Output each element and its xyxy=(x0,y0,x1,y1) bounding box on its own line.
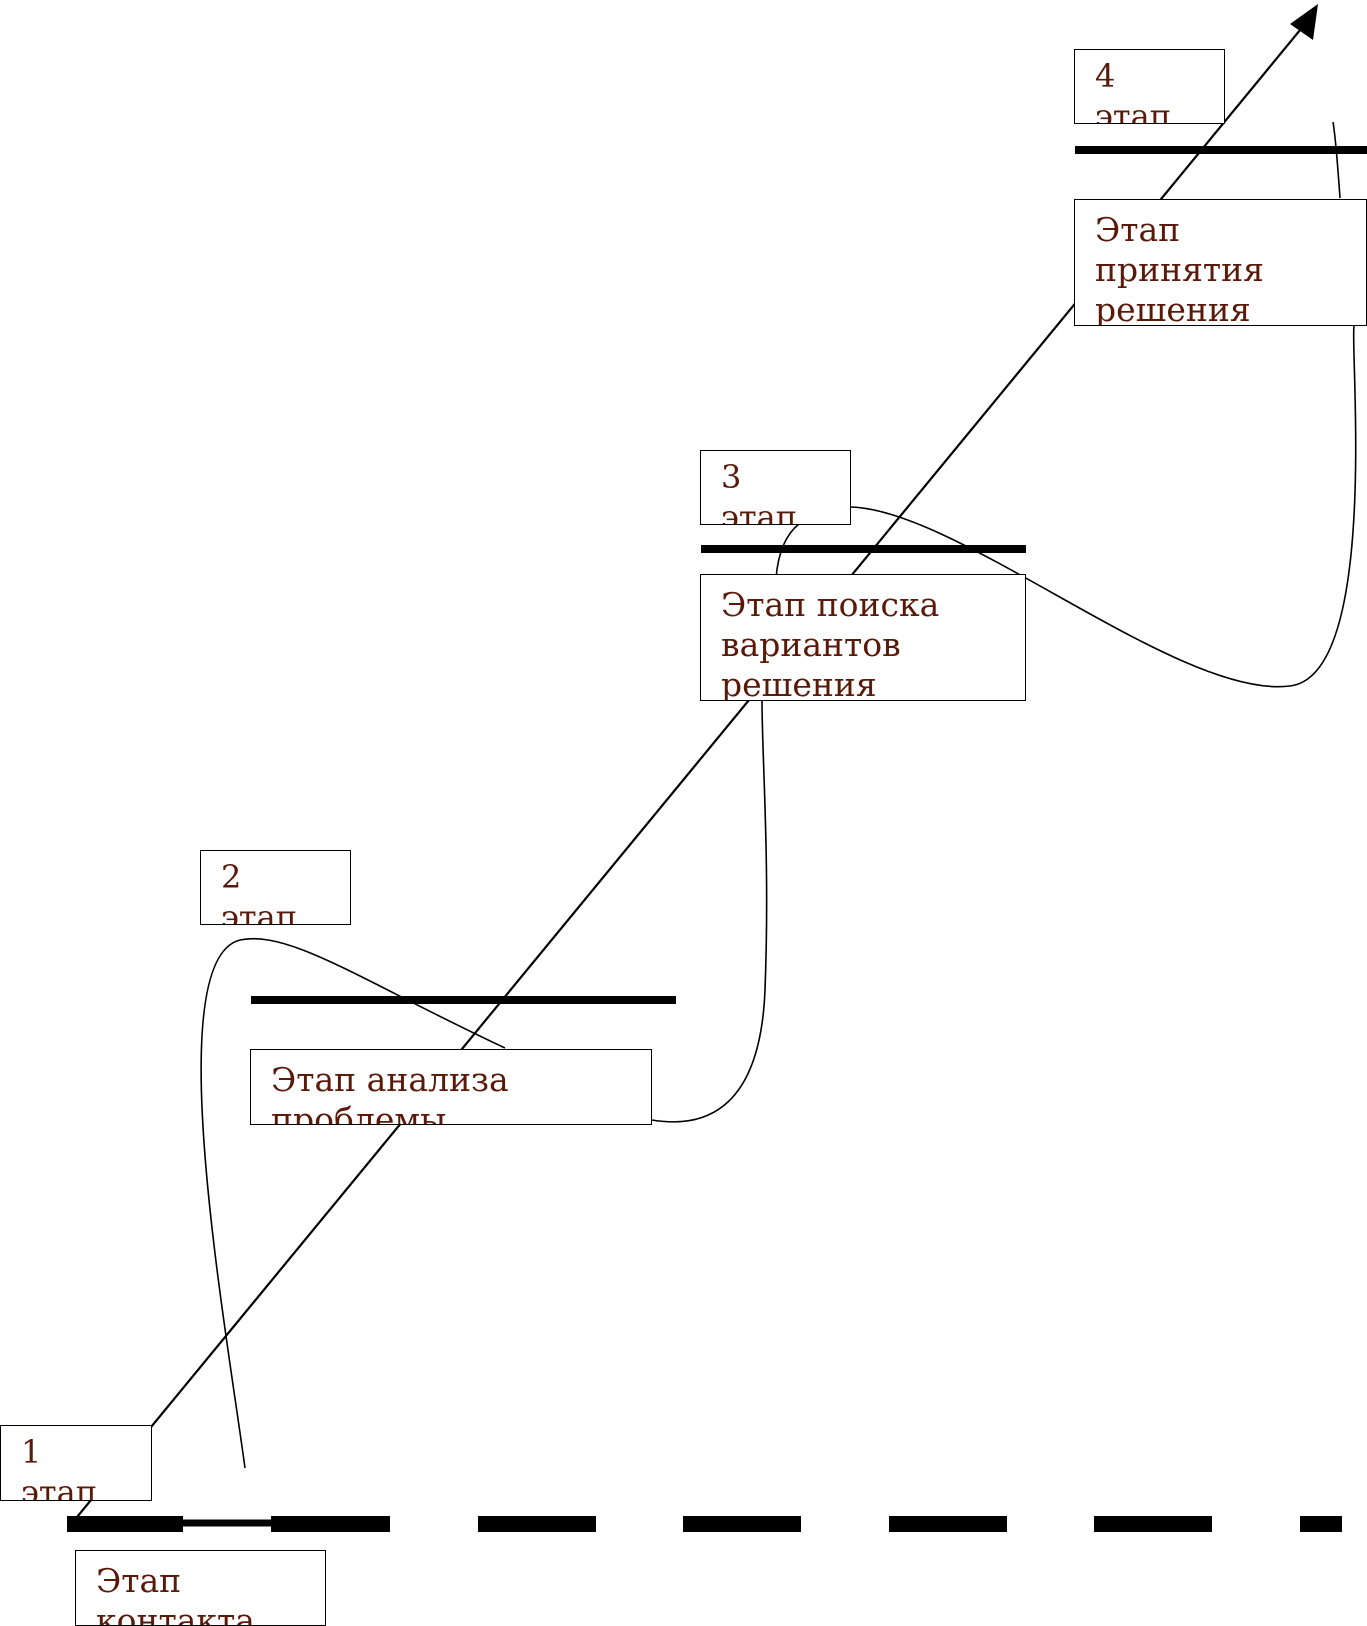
arrowhead-icon xyxy=(1290,4,1318,40)
step-4-caption: этап xyxy=(1095,97,1172,124)
step-3-caption: этап xyxy=(721,498,798,525)
baseline-dash xyxy=(1094,1516,1212,1532)
step-1-number-box: 1 этап xyxy=(0,1425,152,1501)
baseline-dash xyxy=(67,1516,183,1532)
baseline-dash xyxy=(271,1516,390,1532)
stage-analysis-line-1: Этап анализа xyxy=(271,1060,509,1099)
baseline-dashed-line xyxy=(67,1516,1342,1532)
step-2-number-box: 2 этап xyxy=(200,850,351,925)
step-2-caption: этап xyxy=(221,898,298,925)
step-3-number: 3 xyxy=(721,458,742,496)
curve-connector-2-3 xyxy=(651,699,768,1123)
step-1-caption: этап xyxy=(21,1473,98,1501)
stage-analysis-box: Этап анализа проблемы xyxy=(250,1049,652,1125)
stage-contact-line-2: контакта xyxy=(96,1601,255,1626)
stage-search-line-2: вариантов xyxy=(721,625,901,664)
stage-contact-box: Этап контакта xyxy=(75,1550,326,1626)
stage-search-line-1: Этап поиска xyxy=(721,585,940,624)
baseline-dash xyxy=(1300,1516,1342,1532)
curve-connector-4-top xyxy=(1332,121,1341,199)
step-4-number: 4 xyxy=(1095,57,1116,95)
stage-decision-box: Этап принятия решения xyxy=(1074,199,1367,326)
stage-decision-line-3: решения xyxy=(1095,290,1251,326)
stage-search-line-3: решения xyxy=(721,665,877,701)
stage-search-box: Этап поиска вариантов решения xyxy=(700,574,1026,701)
curve-connector-1-2 xyxy=(200,938,506,1469)
step-1-number: 1 xyxy=(21,1433,42,1471)
stage-decision-line-1: Этап xyxy=(1095,210,1181,249)
baseline-dash xyxy=(683,1516,801,1532)
baseline-dash xyxy=(889,1516,1007,1532)
step-3-number-box: 3 этап xyxy=(700,450,851,525)
step-2-number: 2 xyxy=(221,858,242,896)
stage-analysis-line-2: проблемы xyxy=(271,1100,447,1125)
baseline-dash xyxy=(478,1516,596,1532)
stage-contact-line-1: Этап xyxy=(96,1561,182,1600)
step-4-number-box: 4 этап xyxy=(1074,49,1225,124)
stage-decision-line-2: принятия xyxy=(1095,250,1264,289)
